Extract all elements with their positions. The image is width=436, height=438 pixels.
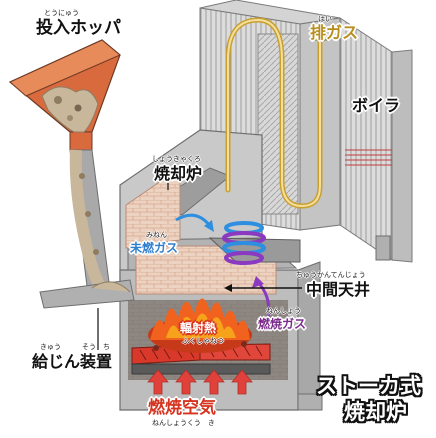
feeder-ruby-left: きゅう [40, 343, 61, 351]
hopper-ruby: とうにゅう [44, 9, 79, 17]
hopper-label: 投入ホッパ [36, 18, 121, 38]
unburned-label: 未燃ガス [130, 241, 179, 255]
unburned-gas-arrowhead [204, 220, 214, 232]
radiant-heat-label: 輻射熱 [180, 321, 217, 335]
furnace-label: 焼却炉 [154, 164, 203, 183]
boiler-label: ボイラ [352, 96, 401, 115]
feeder-ruby-right: そう ち [82, 343, 110, 351]
ceiling-leader-arrowhead [224, 284, 232, 292]
input-hopper [8, 39, 121, 151]
combustion-air-ruby: ねんしょうくう き [152, 419, 215, 427]
combustion-air-label: 燃焼空気 [148, 398, 216, 418]
exhaust-ruby: はい [318, 15, 332, 23]
furnace-ruby: しょうきゃくろ [152, 155, 201, 163]
diagram-title-line1: ストーカ式 [316, 374, 421, 398]
unburned-gas-arrow [175, 213, 212, 227]
tube-bank [345, 149, 392, 166]
ash-outlet [297, 393, 323, 411]
combustion-gas-label: 燃焼ガス [258, 317, 307, 331]
radiant-heat-ruby: ふくしゃねつ [182, 337, 224, 345]
combustion-gas-ruby: ねんしょう [266, 307, 301, 315]
feeder-label: 給じん装置 [32, 352, 113, 371]
exhaust-label: 排ガス [310, 23, 359, 42]
ceiling-ruby: ちゅうかんてんじょう [296, 271, 366, 279]
fire [148, 298, 252, 353]
combustion-gas-arrowhead [252, 276, 264, 288]
feed-chute [39, 149, 135, 309]
gas-swirl [222, 221, 266, 265]
exhaust-gas-path [225, 17, 330, 209]
combustion-air-arrows [147, 369, 253, 395]
unburned-ruby: みねん [146, 231, 167, 239]
diagram-title-line2: 焼却炉 [344, 400, 407, 424]
ceiling-label: 中間天井 [306, 280, 371, 299]
